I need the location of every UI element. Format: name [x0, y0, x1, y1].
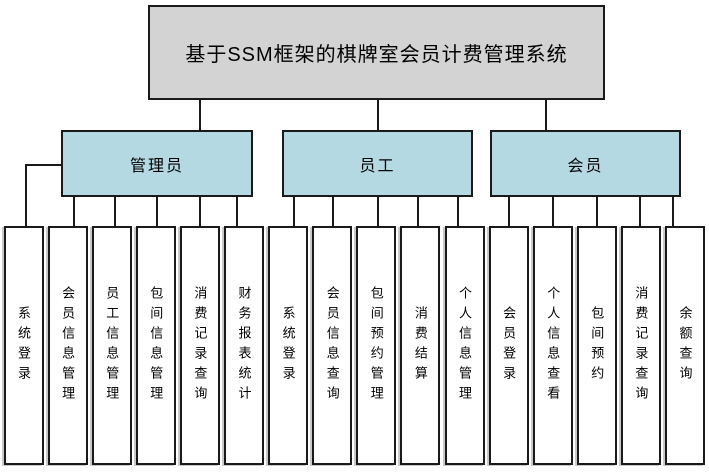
leaf-label: 会员信息管理 [60, 285, 76, 406]
leaf-label: 包间信息管理 [148, 285, 164, 406]
leaf-label: 系统登录 [280, 305, 296, 386]
leaf-node: 个人信息查看 [532, 226, 573, 465]
leaf-node: 消费结算 [400, 226, 441, 465]
leaf-node: 会员登录 [488, 226, 529, 465]
branch-node-staff: 员工 [282, 130, 473, 197]
leaf-node: 包间预约管理 [356, 226, 397, 465]
branch-label: 员工 [359, 157, 396, 175]
leaf-node: 包间信息管理 [135, 226, 176, 465]
leaf-node: 会员信息管理 [47, 226, 88, 465]
leaf-label: 个人信息查看 [545, 285, 561, 406]
leaf-node: 余额查询 [665, 226, 705, 465]
leaf-label: 消费记录查询 [633, 285, 649, 406]
branch-node-member: 会员 [490, 130, 681, 197]
leaf-label: 包间预约 [589, 305, 605, 386]
leaf-label: 余额查询 [677, 305, 693, 386]
leaf-node: 财务报表统计 [224, 226, 264, 465]
leaf-node: 会员信息查询 [312, 226, 353, 465]
leaf-label: 会员信息查询 [324, 285, 340, 406]
leaf-label: 消费记录查询 [192, 285, 208, 406]
leaf-node: 消费记录查询 [620, 226, 661, 465]
leaf-node: 系统登录 [3, 226, 44, 465]
root-node: 基于SSM框架的棋牌室会员计费管理系统 [148, 5, 605, 100]
leaf-label: 员工信息管理 [104, 285, 120, 406]
leaf-label: 财务报表统计 [236, 285, 252, 406]
leaf-node: 员工信息管理 [91, 226, 132, 465]
branch-label: 会员 [567, 157, 604, 175]
leaf-label: 消费结算 [412, 305, 428, 386]
leaf-node: 消费记录查询 [179, 226, 220, 465]
leaf-node: 包间预约 [576, 226, 617, 465]
leaf-label: 个人信息管理 [457, 285, 472, 406]
leaf-node: 系统登录 [268, 226, 309, 465]
leaf-node: 个人信息管理 [444, 226, 485, 465]
branch-node-admin: 管理员 [61, 130, 253, 197]
leaf-label: 系统登录 [16, 305, 31, 386]
branch-label: 管理员 [129, 157, 184, 175]
diagram-title: 基于SSM框架的棋牌室会员计费管理系统 [185, 44, 568, 66]
leaf-label: 包间预约管理 [368, 285, 384, 406]
leaf-label: 会员登录 [501, 305, 517, 386]
